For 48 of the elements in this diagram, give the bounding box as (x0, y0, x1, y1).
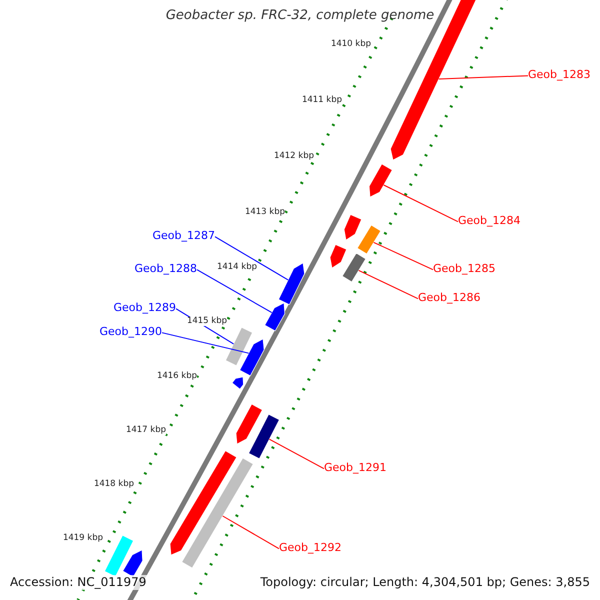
gene-label: Geob_1283 (528, 69, 590, 82)
gene-feature (342, 252, 366, 282)
position-label: 1411 kbp (302, 96, 342, 106)
position-label: 1412 kbp (274, 152, 314, 162)
gene-feature (236, 404, 263, 444)
gene-feature (248, 414, 280, 460)
gene-feature (330, 244, 347, 268)
gene-feature (264, 302, 286, 332)
gene-label: Geob_1286 (418, 292, 480, 304)
leader-line (162, 332, 250, 354)
gene-feature (356, 224, 382, 254)
gene-feature (344, 214, 362, 240)
position-label: 1413 kbp (244, 208, 285, 218)
leader-line (438, 75, 528, 80)
leader-line (358, 270, 418, 300)
gene-label: Geob_1290 (100, 326, 162, 338)
position-label: 1414 kbp (216, 263, 257, 272)
gene-feature (225, 327, 253, 366)
gene-feature (104, 534, 134, 578)
leader-line (373, 242, 434, 270)
position-label: 1416 kbp (156, 372, 197, 382)
gene-label: Geob_1284 (458, 215, 520, 228)
position-label: 1417 kbp (126, 426, 166, 436)
gene-label: Geob_1291 (324, 462, 386, 474)
leader-line (268, 438, 324, 470)
gene-feature (122, 550, 143, 578)
gene-feature (170, 450, 238, 556)
gene-label: Geob_1288 (134, 263, 197, 276)
gene-feature (239, 338, 264, 376)
gene-feature (278, 262, 305, 305)
position-label: 1410 kbp (330, 40, 371, 50)
gene-feature (232, 376, 244, 390)
genome-info: Accession: NC_011979 (8, 575, 148, 590)
leader-line (196, 269, 272, 314)
gene-label: Geob_1287 (152, 230, 215, 242)
gene-label: Geob_1285 (433, 263, 496, 276)
gene-label: Geob_1292 (279, 542, 342, 554)
position-label: 1418 kbp (94, 480, 134, 490)
genome-info: Topology: circular; Length: 4,304,501 bp; Genes: 3,855 (258, 575, 592, 590)
position-label: 1419 kbp (62, 534, 103, 544)
gene-feature (368, 164, 393, 198)
leader-line (214, 236, 289, 280)
position-label: 1415 kbp (186, 317, 227, 326)
gene-label: Geob_1289 (114, 302, 176, 314)
leader-line (222, 516, 280, 550)
title: Geobacter sp. FRC-32, complete genome (164, 9, 436, 24)
gene-feature (181, 458, 254, 568)
leader-line (383, 184, 458, 222)
